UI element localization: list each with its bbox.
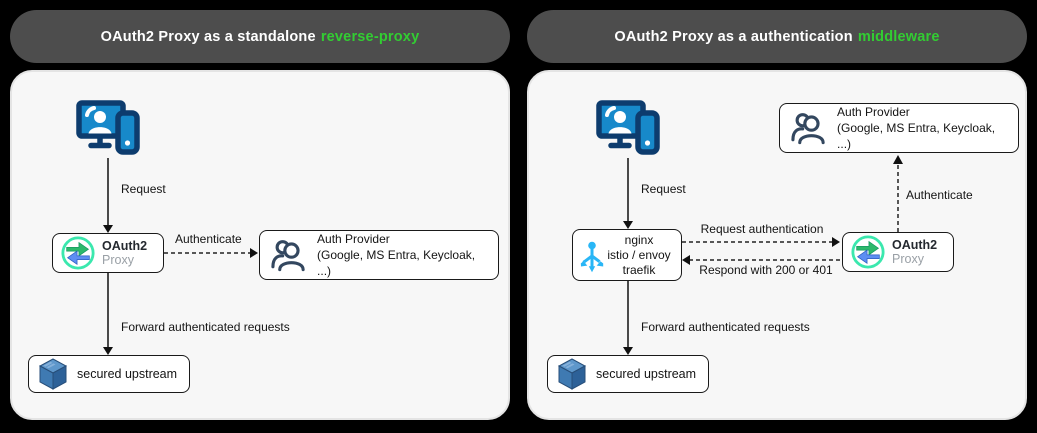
- request-authentication-arrow: [682, 237, 840, 247]
- cube-icon: [38, 358, 68, 390]
- ingress-line2: istio / envoy: [607, 247, 671, 262]
- cube-icon: [557, 358, 587, 390]
- request-arrow: [623, 158, 633, 229]
- secured-upstream-label: secured upstream: [596, 367, 697, 381]
- auth-provider-title: Auth Provider: [317, 232, 390, 246]
- ingress-node: nginx istio / envoy traefik: [572, 229, 682, 281]
- request-authentication-label: Request authentication: [700, 222, 824, 236]
- request-label: Request: [641, 182, 686, 196]
- users-icon: [271, 240, 305, 272]
- auth-provider-node: Auth Provider (Google, MS Entra, Keycloa…: [259, 230, 499, 280]
- oauth2-proxy-node: OAuth2 Proxy: [842, 232, 954, 272]
- user-devices-icon: [596, 100, 660, 155]
- authenticate-arrow: [893, 155, 903, 232]
- load-balancer-icon: [580, 241, 604, 273]
- left-title-highlight: reverse-proxy: [320, 28, 420, 45]
- left-panel: Request OAuth2 Proxy Authenticate: [10, 70, 510, 420]
- secured-upstream-node: secured upstream: [28, 355, 190, 393]
- forward-label: Forward authenticated requests: [641, 320, 810, 334]
- forward-arrow: [623, 281, 633, 355]
- oauth2-proxy-text: OAuth2 Proxy: [892, 238, 937, 266]
- secured-upstream-node: secured upstream: [547, 355, 709, 393]
- ingress-line1: nginx: [624, 232, 654, 247]
- oauth2-proxy-logo-icon: [61, 236, 95, 270]
- ingress-text: nginx istio / envoy traefik: [603, 233, 675, 278]
- oauth2-proxy-logo-icon: [851, 235, 885, 269]
- authenticate-label: Authenticate: [175, 232, 242, 246]
- request-label: Request: [121, 182, 166, 196]
- oauth2-name: OAuth2: [102, 239, 148, 253]
- oauth2-sub: Proxy: [892, 252, 924, 266]
- oauth2-name: OAuth2: [892, 238, 938, 252]
- right-panel: Request nginx istio / envoy traefik Requ…: [527, 70, 1027, 420]
- right-title-text: OAuth2 Proxy as a authentication: [614, 28, 853, 45]
- oauth2-sub: Proxy: [102, 253, 134, 267]
- secured-upstream-label: secured upstream: [77, 367, 178, 381]
- auth-provider-title: Auth Provider: [837, 105, 910, 119]
- authenticate-arrow: [164, 248, 258, 258]
- authenticate-label: Authenticate: [906, 188, 973, 202]
- auth-provider-text: Auth Provider (Google, MS Entra, Keycloa…: [837, 104, 1008, 152]
- request-arrow: [103, 158, 113, 233]
- ingress-line3: traefik: [622, 262, 656, 277]
- right-title-highlight: middleware: [857, 28, 940, 45]
- oauth2-proxy-node: OAuth2 Proxy: [52, 233, 164, 273]
- auth-provider-text: Auth Provider (Google, MS Entra, Keycloa…: [317, 231, 488, 279]
- forward-label: Forward authenticated requests: [121, 320, 290, 334]
- left-title-text: OAuth2 Proxy as a standalone: [100, 28, 316, 45]
- user-devices-icon: [76, 100, 140, 155]
- right-panel-title: OAuth2 Proxy as a authentication middlew…: [527, 10, 1027, 63]
- auth-provider-subtitle: (Google, MS Entra, Keycloak, ...): [837, 121, 996, 151]
- left-panel-title: OAuth2 Proxy as a standalone reverse-pro…: [10, 10, 510, 63]
- users-icon: [791, 113, 825, 145]
- auth-provider-subtitle: (Google, MS Entra, Keycloak, ...): [317, 248, 476, 278]
- oauth2-proxy-text: OAuth2 Proxy: [102, 239, 147, 267]
- auth-provider-node: Auth Provider (Google, MS Entra, Keycloa…: [779, 103, 1019, 153]
- respond-label: Respond with 200 or 401: [699, 263, 833, 277]
- forward-arrow: [103, 273, 113, 355]
